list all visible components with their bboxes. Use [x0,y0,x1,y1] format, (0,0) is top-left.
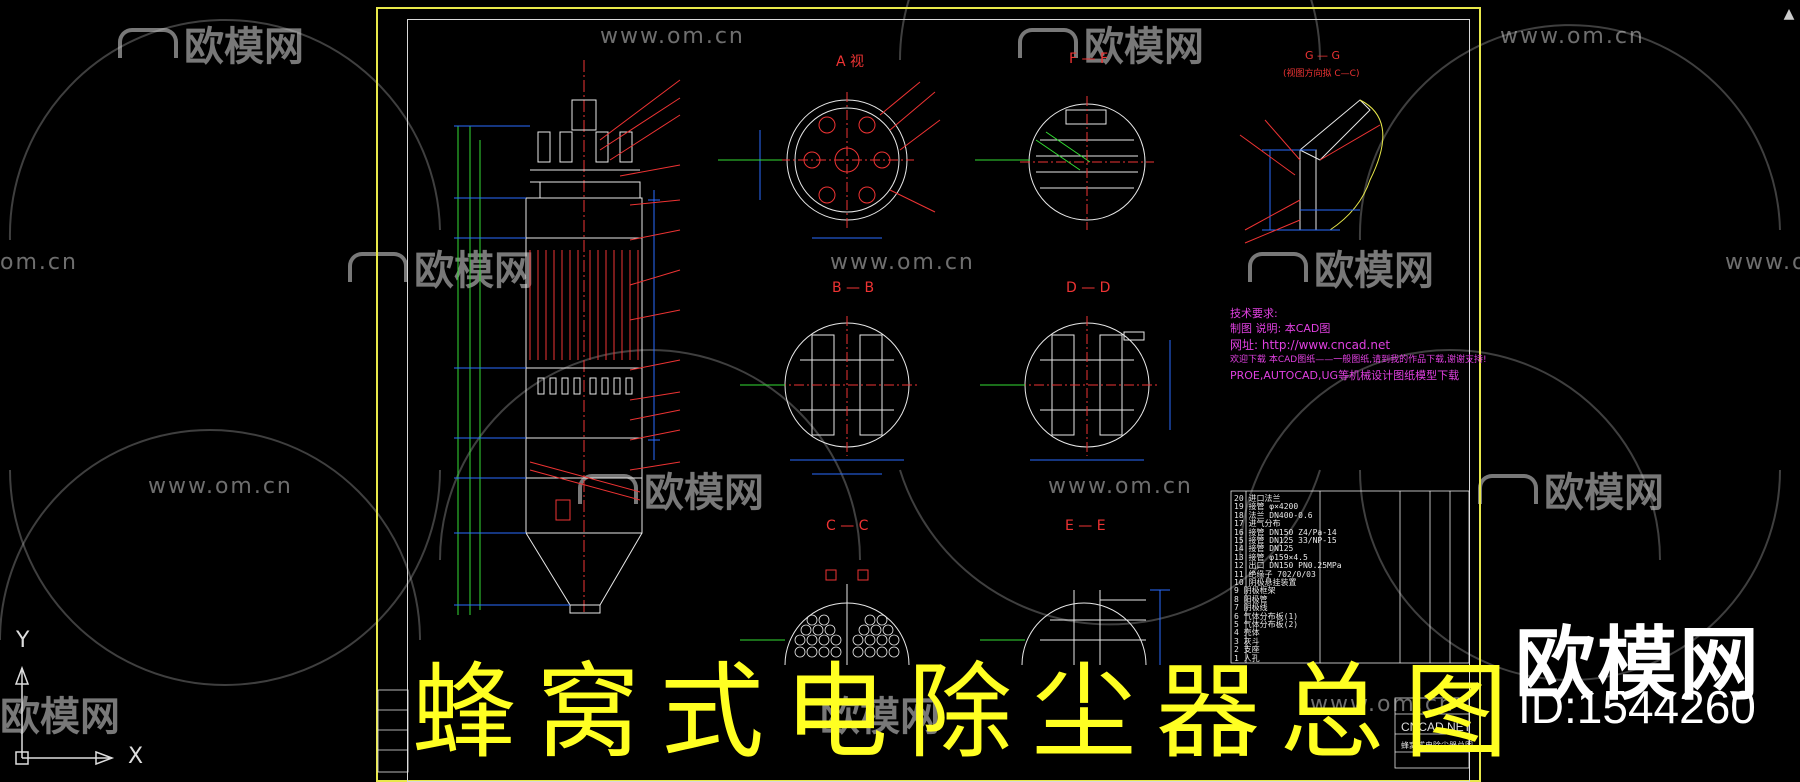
note-line: 制图 说明: 本CAD图 [1230,322,1331,335]
view-b [740,316,918,475]
parts-row: 15 接管 DN125 33/NP-15 [1234,536,1337,545]
view-label-b: B — B [832,280,875,296]
title-block-subtitle: 蜂窝式电除尘器总图 [1401,741,1473,750]
parts-row: 9 阴极框架 [1234,586,1276,596]
watermark-url: www.om.cn [1310,692,1455,717]
parts-row: 4 壳体 [1234,628,1260,638]
parts-row: 18 法兰 DN400-0.6 [1234,510,1313,520]
ucs-axis-icon [14,665,115,766]
parts-row: 12 出口 DN150 PN0.25MPa [1234,561,1342,571]
watermark-logo: 欧模网 [1018,14,1204,72]
watermark-url: www.om.cn [148,474,293,499]
parts-row: 3 灰斗 [1234,636,1260,646]
parts-row: 16 接管 DN150 Z4/Pa-14 [1234,527,1337,537]
view-label-g-sub: (视图方向拟 C—C) [1283,69,1360,79]
parts-row: 1 人孔 [1234,653,1260,663]
y-axis-label: Y [16,628,30,653]
view-label-d: D — D [1066,280,1111,296]
parts-row: 20 进口法兰 [1234,494,1281,503]
sofa-icon [1248,252,1308,282]
view-c [740,569,910,666]
view-g [1239,99,1384,244]
watermark-url: www.om.cn [830,250,975,275]
view-label-c: C — C [826,518,869,534]
parts-row: 19 接管 φ×4200 [1234,502,1299,512]
view-label-f: F — F [1069,51,1109,67]
watermark-url: www.om.cn [1725,250,1800,275]
watermark-url: www.om.cn [600,24,745,49]
parts-row: 11 绝缘子 702/0/03 [1234,569,1316,579]
parts-row: 6 气体分布板(1) [1234,611,1299,621]
watermark-logo: 欧模网 [0,694,120,740]
parts-row: 2 支座 [1234,645,1260,655]
parts-row: 7 阴极线 [1234,603,1268,613]
scroll-handle[interactable]: ▲ [1783,6,1795,22]
view-e [980,589,1170,666]
note-line: 技术要求: [1230,307,1278,320]
view-d [980,316,1171,461]
watermark-logo: 欧模网 [118,14,304,72]
watermark-logo: 欧模网 [578,460,764,518]
main-section-view [454,60,681,615]
watermark-url: om.cn [0,250,78,275]
view-a [718,81,941,239]
watermark-url: www.om.cn [1048,474,1193,499]
parts-row: 10 阴极悬挂装置 [1234,578,1297,587]
brand-logo: 欧模网 [1515,618,1761,711]
title-block [1394,697,1470,769]
parts-row: 13 接管 φ159×4.5 [1234,552,1308,562]
sofa-icon [1018,28,1078,58]
view-label-e: E — E [1065,518,1106,534]
view-label-a: A 视 [836,54,865,70]
page-title: 蜂窝式电除尘器总图 [412,651,1529,773]
note-line: 网址: http://www.cncad.net [1230,338,1391,352]
title-block-strip [377,689,409,773]
parts-table [1230,490,1470,664]
parts-row: 14 接管 DN125 [1234,544,1294,554]
sofa-icon [118,28,178,58]
watermark-logo: 欧模网 [1248,238,1434,296]
view-label-g: G — G [1305,49,1341,62]
parts-row: 8 阳极管 [1234,594,1268,604]
watermark-logo: 欧模网 [348,238,534,296]
model-id: ID:1544260 [1518,681,1756,733]
sofa-icon [348,252,408,282]
view-f [975,96,1154,230]
sofa-icon [578,474,638,504]
note-line: PROE,AUTOCAD,UG等机械设计图纸模型下载 [1230,369,1460,382]
x-axis-label: X [128,744,144,769]
watermark-logo: 欧模网 [820,694,940,740]
parts-row: 17 进气分布 [1234,519,1281,529]
parts-row: 5 气体分布板(2) [1234,620,1299,629]
note-line: 欢迎下载 本CAD图纸——一般图纸,请到我的作品下载,谢谢支持! [1230,355,1487,365]
watermark-url: www.om.cn [1500,24,1645,49]
title-block-brand: CNCAD.NET [1401,720,1472,734]
